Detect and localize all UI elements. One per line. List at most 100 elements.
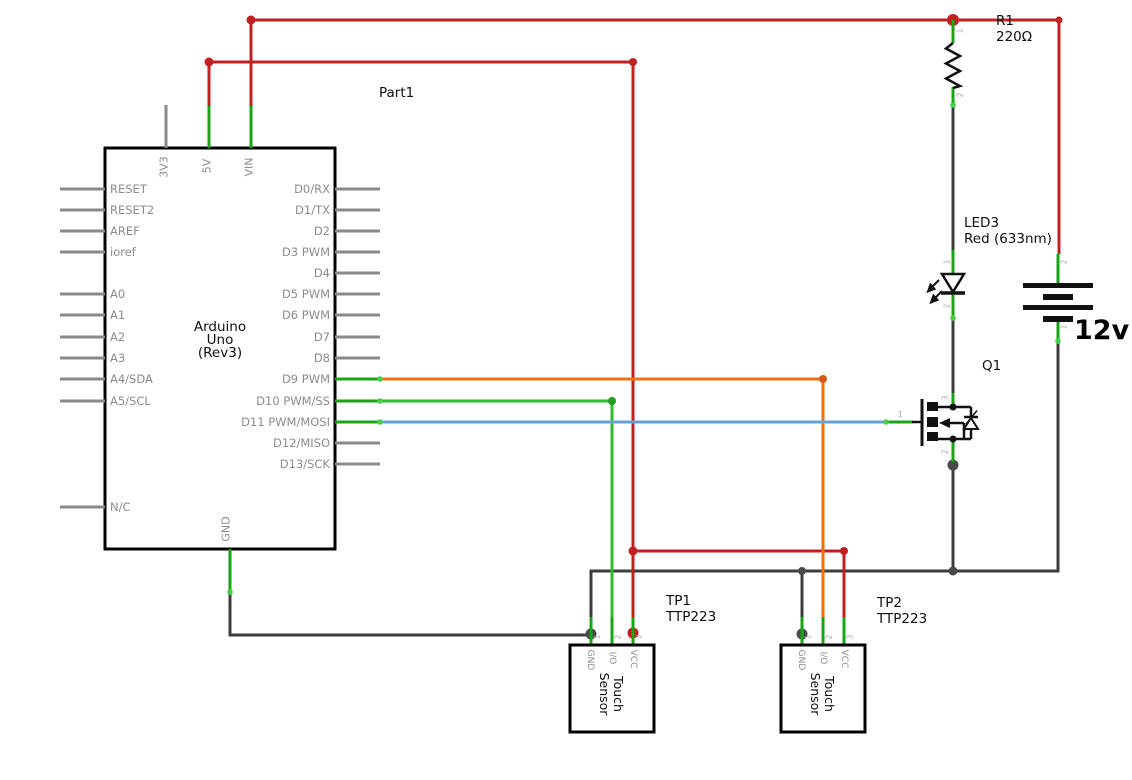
pin-label-vin: VIN — [242, 157, 256, 177]
arduino-name: Arduino Uno (Rev3) — [160, 319, 280, 362]
touch-sensor-tp2[interactable] — [779, 617, 867, 734]
pin-label-5v: 5V — [200, 158, 214, 174]
pin-label-d0-rx: D0/RX — [294, 182, 330, 196]
tp2-name: Touch Sensor — [808, 672, 837, 716]
tp2-pin3-number: 3 — [845, 634, 855, 640]
resistor-r1[interactable] — [943, 20, 964, 108]
mosfet-q1[interactable] — [883, 393, 980, 462]
signal-wires[interactable] — [380, 377, 886, 645]
resistor-stub-end-dot — [950, 102, 956, 108]
mosfet-source-pin-number: 2 — [940, 449, 950, 455]
resistor-zigzag[interactable] — [943, 42, 964, 90]
pin-label-nc: N/C — [110, 500, 131, 514]
resistor-designator-label[interactable]: R1 — [996, 13, 1014, 29]
arduino-designator-label[interactable]: Part1 — [379, 85, 415, 101]
tp2-designator-label[interactable]: TP2 — [877, 595, 902, 611]
arduino-gray-pin-stubs[interactable] — [60, 105, 380, 509]
junction-gnd-mosfet — [948, 566, 958, 576]
pin-label-reset2: RESET2 — [110, 203, 155, 217]
tp2-pin-label-io: I/O — [818, 651, 828, 665]
battery-value-label[interactable]: 12v — [1074, 315, 1130, 346]
arduino-connected-pin-stubs[interactable] — [207, 106, 380, 592]
pin-label-d1-tx: D1/TX — [295, 203, 330, 217]
pin-label-d13-sck: D13/SCK — [279, 457, 330, 471]
pin-label-d6-pwm: D6 PWM — [281, 308, 330, 322]
corner-d9 — [819, 375, 827, 383]
led-pin2-number: 2 — [942, 303, 952, 309]
pin-label-a4-sda: A4/SDA — [110, 372, 153, 386]
resistor-value-label[interactable]: 220Ω — [996, 29, 1033, 45]
arduino-name-line3: (Rev3) — [197, 345, 243, 362]
endpoint-mosfet-source — [947, 459, 959, 471]
corner-vcc-tp2 — [840, 547, 848, 555]
tp1-part-number-label[interactable]: TTP223 — [666, 609, 717, 625]
arduino-name-line1: Arduino — [193, 319, 247, 335]
led-stub-end-dot — [950, 315, 956, 321]
led-pin1-number: 1 — [942, 259, 952, 265]
pin-label-d5-pwm: D5 PWM — [281, 287, 330, 301]
battery-plates[interactable] — [1023, 283, 1093, 322]
led-designator-label[interactable]: LED3 — [964, 215, 1000, 231]
battery-pin1-number: 1 — [1059, 324, 1069, 330]
arduino-stub-end-dots — [227, 376, 383, 595]
pin-label-a2: A2 — [110, 330, 126, 344]
mosfet-designator-label[interactable]: Q1 — [982, 358, 1002, 374]
junction-vin — [246, 15, 256, 25]
tp1-name: Touch Sensor — [597, 672, 626, 716]
tp2-name-line2: Sensor — [808, 672, 823, 716]
pin-label-d12-miso: D12/MISO — [272, 436, 330, 450]
tp2-part-number-label[interactable]: TTP223 — [877, 611, 928, 627]
tp2-name-line1: Touch — [822, 676, 837, 712]
tp2-pin1-number: 1 — [803, 634, 813, 640]
tp1-pin1-number: 1 — [592, 634, 602, 640]
mosfet-gate-pin-number: 1 — [898, 410, 903, 419]
pin-label-d7: D7 — [313, 330, 330, 344]
tp2-pin-label-gnd: GND — [796, 649, 806, 671]
junction-gnd-tp2 — [798, 567, 806, 575]
pin-label-a3: A3 — [110, 351, 126, 365]
junction-5v — [204, 57, 214, 67]
arduino-uno[interactable] — [60, 105, 383, 595]
tp1-pin2-number: 2 — [613, 634, 623, 640]
junction-vcc-split — [628, 546, 638, 556]
pin-label-a0: A0 — [110, 287, 126, 301]
arduino-body[interactable] — [103, 146, 337, 551]
tp1-pin3-number: 3 — [634, 634, 644, 640]
led-value-label[interactable]: Red (633nm) — [964, 231, 1052, 247]
resistor-pin2-number: 2 — [955, 92, 965, 98]
tp2-pin-stubs[interactable] — [800, 617, 846, 645]
pin-label-d10-pwm-ss: D10 PWM/SS — [256, 394, 330, 408]
corner-d10 — [608, 397, 616, 405]
pin-label-ioref: ioref — [110, 245, 136, 259]
tp2-pin2-number: 2 — [824, 634, 834, 640]
power-wires[interactable] — [207, 18, 1061, 633]
touch-sensor-tp1[interactable] — [568, 617, 656, 734]
tp2-body[interactable] — [779, 643, 867, 734]
battery-pin2-number: 2 — [1059, 259, 1069, 265]
tp1-pin-label-vcc: VCC — [628, 649, 638, 669]
led-led3[interactable] — [926, 250, 967, 321]
corner-12v — [1055, 16, 1063, 24]
pin-label-d9-pwm: D9 PWM — [281, 372, 330, 386]
pin-label-d11-pwm-mosi: D11 PWM/MOSI — [241, 415, 330, 429]
tp1-body[interactable] — [568, 643, 656, 734]
tp1-name-line2: Sensor — [597, 672, 612, 716]
mosfet-channel-arrow — [939, 418, 950, 428]
mosfet-drain-node — [949, 403, 957, 411]
corner-5v — [629, 58, 637, 66]
mosfet-body-diode — [962, 416, 980, 430]
pin-label-gnd: GND — [219, 516, 233, 542]
tp1-designator-label[interactable]: TP1 — [666, 593, 691, 609]
tp1-pin-label-gnd: GND — [585, 649, 595, 671]
pin-label-d3-pwm: D3 PWM — [281, 245, 330, 259]
tp2-pin-label-vcc: VCC — [839, 649, 849, 669]
gnd-and-drain-wires[interactable] — [228, 106, 1060, 637]
tp1-pin-stubs[interactable] — [589, 617, 635, 645]
led-triangle[interactable] — [939, 272, 967, 295]
battery-12v[interactable] — [1023, 254, 1093, 344]
mosfet-source-node — [949, 435, 957, 443]
mosfet-symbol[interactable] — [912, 399, 980, 446]
arduino-name-line2: Uno — [206, 332, 234, 349]
